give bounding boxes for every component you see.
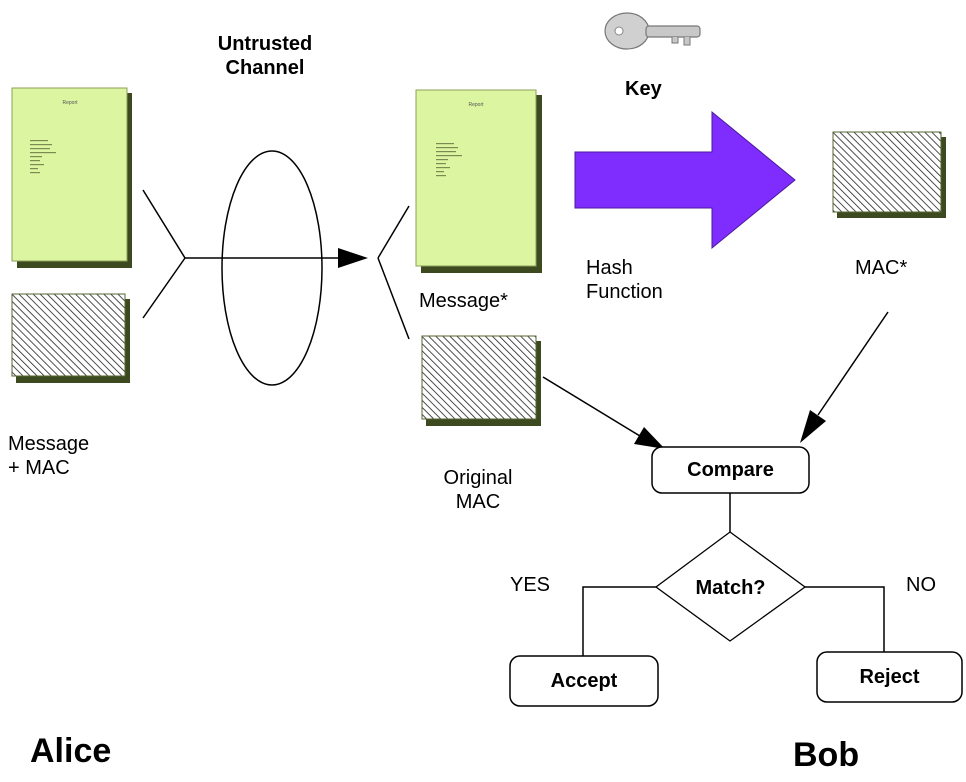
untrusted-channel-label-line2: Channel xyxy=(225,57,305,79)
sender-fork-lines xyxy=(142,189,186,319)
key-icon xyxy=(604,12,701,50)
yes-branch-line xyxy=(582,586,656,657)
original-mac-label-line2: MAC xyxy=(455,491,501,513)
original-mac-label-line1: Original xyxy=(443,467,513,489)
no-label: NO xyxy=(906,574,936,596)
compare-label: Compare xyxy=(687,459,774,481)
sender-mac-block xyxy=(11,293,130,383)
hash-function-label: Hash Function xyxy=(586,256,663,304)
received-message-document: Report xyxy=(415,89,542,273)
sender-caption-line1: Message xyxy=(8,433,90,455)
receiver-name: Bob xyxy=(793,736,860,774)
sender-caption: Message + MAC xyxy=(8,432,89,480)
computed-mac-to-compare-arrow xyxy=(800,311,889,443)
reject-label: Reject xyxy=(859,666,920,688)
hash-function-label-line2: Function xyxy=(586,281,663,303)
original-mac-block xyxy=(421,335,541,426)
sender-name: Alice xyxy=(30,732,112,770)
no-branch-line xyxy=(805,586,885,653)
computed-mac-block xyxy=(832,131,946,218)
transmission-arrow xyxy=(185,248,368,268)
untrusted-channel-label-line1: Untrusted xyxy=(217,33,313,55)
original-mac-label: Original MAC xyxy=(423,466,533,514)
received-document-title: Report xyxy=(468,102,484,108)
match-label: Match? xyxy=(695,577,766,599)
match-decision-diamond xyxy=(654,531,807,642)
yes-label: YES xyxy=(510,574,551,596)
receiver-fork-lines xyxy=(377,205,410,340)
sender-document-title: Report xyxy=(62,100,78,106)
accept-box xyxy=(509,655,659,707)
reject-box xyxy=(816,651,963,703)
accept-label: Accept xyxy=(550,670,618,692)
sender-message-document: Report xyxy=(11,87,132,268)
received-message-label: Message* xyxy=(419,290,508,312)
original-mac-to-compare-arrow xyxy=(542,376,665,449)
key-label: Key xyxy=(625,78,662,100)
sender-caption-line2: + MAC xyxy=(8,457,70,479)
hash-function-arrow xyxy=(574,110,796,250)
untrusted-channel-label: Untrusted Channel xyxy=(190,32,340,80)
hash-function-label-line1: Hash xyxy=(586,257,633,279)
untrusted-channel-ellipse xyxy=(221,150,323,386)
computed-mac-label: MAC* xyxy=(855,257,908,279)
